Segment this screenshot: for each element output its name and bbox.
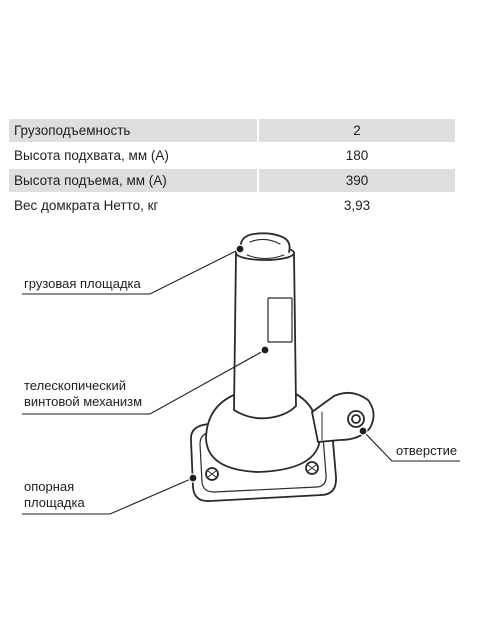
spec-name: Грузоподъемность xyxy=(9,119,259,144)
callout-line-screw-mechanism xyxy=(22,349,266,415)
callout-base: опорная площадка xyxy=(24,479,85,511)
callout-line-hole xyxy=(362,430,460,462)
spec-table: Грузоподъемность 2 Высота подхвата, мм (… xyxy=(9,119,455,219)
spec-value: 3,93 xyxy=(258,193,455,219)
table-row: Грузоподъемность 2 xyxy=(9,119,455,144)
spec-name: Высота подъема, мм (А) xyxy=(9,168,259,194)
spec-value: 2 xyxy=(258,119,455,144)
spec-value: 180 xyxy=(258,143,455,169)
callout-text: опорная xyxy=(24,479,75,494)
table-row: Вес домкрата Нетто, кг 3,93 xyxy=(9,193,455,219)
callout-text: отверстие xyxy=(396,443,458,458)
callout-line-load-platform xyxy=(22,248,241,295)
callout-text: грузовая площадка xyxy=(24,276,141,291)
callout-dot xyxy=(260,345,270,355)
callout-screw-mechanism: телескопический винтовой механизм xyxy=(24,378,142,410)
lug-hole xyxy=(347,410,365,428)
callout-load-platform: грузовая площадка xyxy=(24,276,141,292)
spec-name: Вес домкрата Нетто, кг xyxy=(9,193,259,219)
table-row: Высота подъема, мм (А) 390 xyxy=(9,168,455,194)
hole-lug xyxy=(311,391,375,443)
cylinder-label-plate xyxy=(267,297,293,343)
callout-line-base xyxy=(22,477,194,515)
callout-dot xyxy=(188,473,198,483)
callout-text: телескопический xyxy=(24,378,127,393)
callout-text: площадка xyxy=(24,495,85,510)
spec-value: 390 xyxy=(258,168,455,194)
callout-hole: отверстие xyxy=(396,443,457,459)
callout-text: винтовой механизм xyxy=(24,394,143,409)
spec-name: Высота подхвата, мм (А) xyxy=(9,143,259,169)
table-row: Высота подхвата, мм (А) 180 xyxy=(9,143,455,169)
screw-cylinder xyxy=(233,252,297,420)
callout-dot xyxy=(235,244,245,254)
callout-dot xyxy=(358,426,368,436)
load-saddle xyxy=(239,232,291,253)
